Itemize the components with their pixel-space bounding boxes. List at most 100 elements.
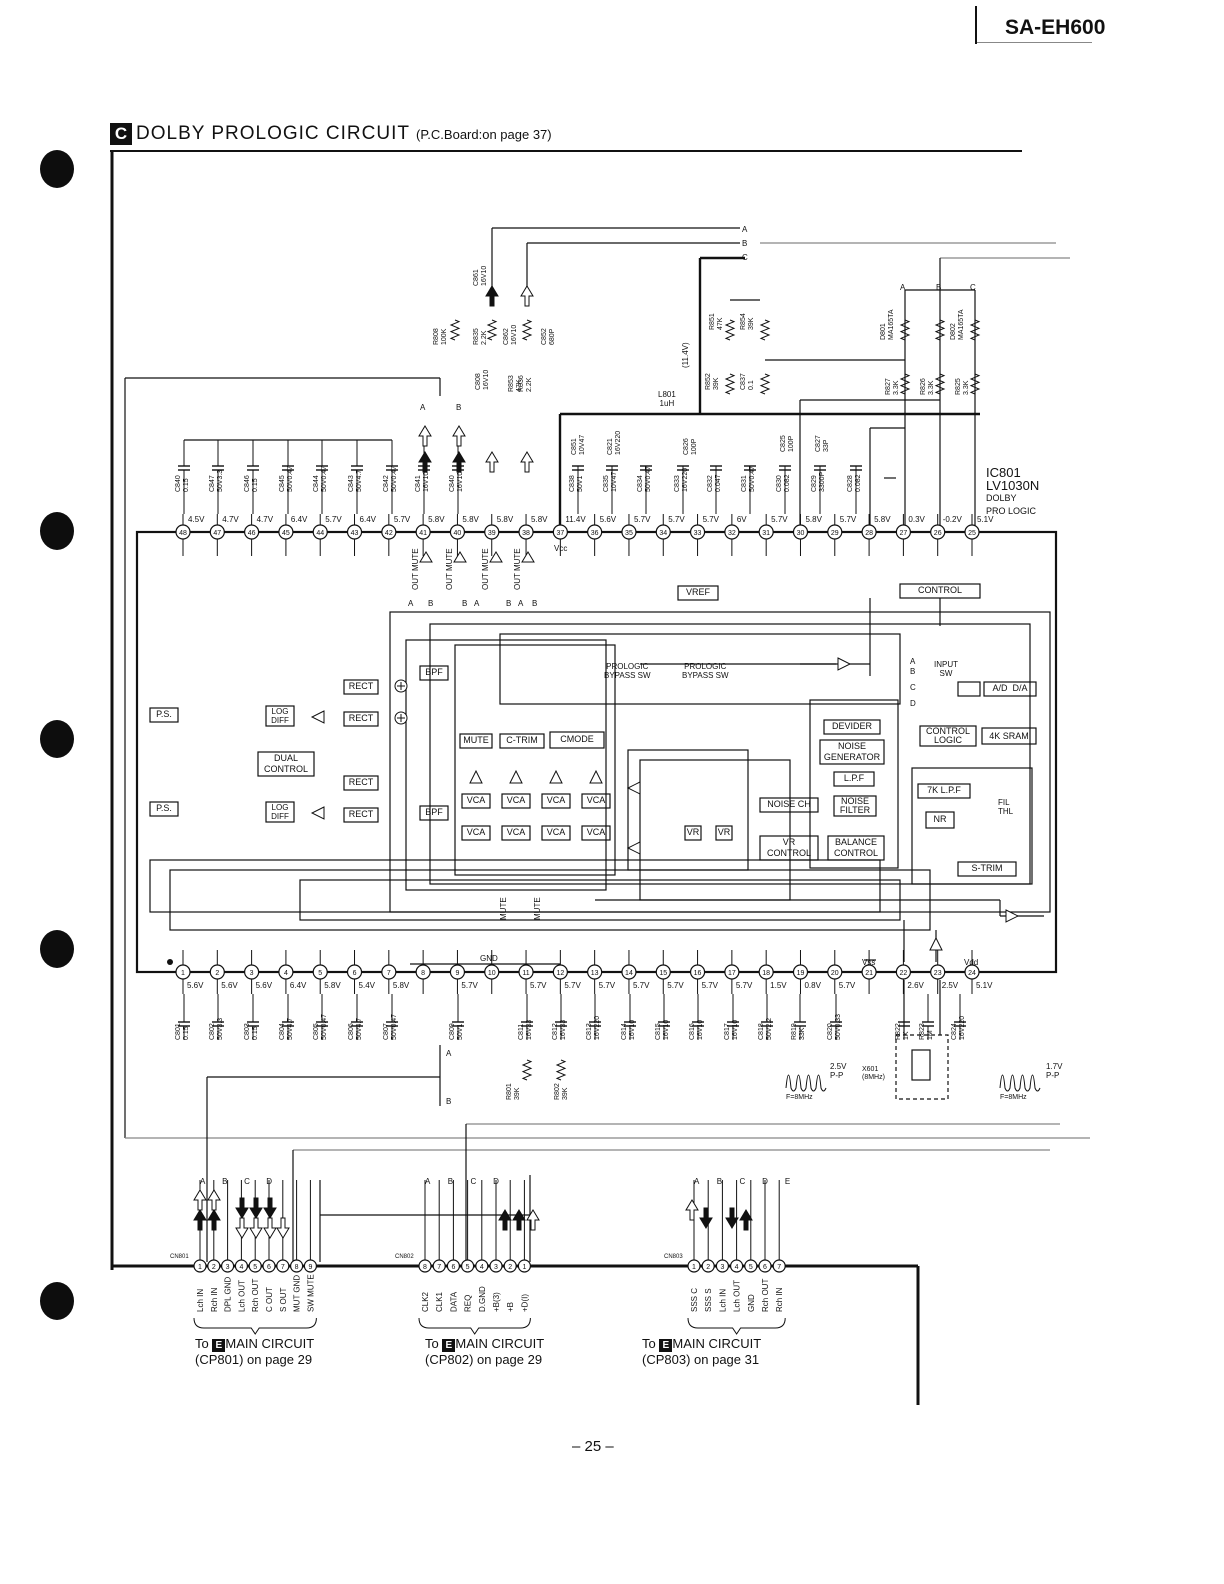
- ad-da-block: A/D D/A: [992, 683, 1028, 693]
- top-capacitor-label-text: C843: [348, 475, 355, 492]
- pin-number: 34: [659, 530, 667, 537]
- pin-voltage: 5.7V: [771, 515, 788, 524]
- out-mute-label: OUT MUTE: [411, 548, 420, 590]
- dest-badge: E: [212, 1339, 226, 1352]
- signal-arrow-icon: [512, 1209, 526, 1231]
- connector-pin-number: 7: [777, 1264, 781, 1271]
- bottom-capacitor-label-text: 16V33: [526, 1020, 533, 1040]
- out-mute-label-text: OUT MUTE: [411, 548, 420, 590]
- page-number: – 25 –: [572, 1438, 614, 1455]
- pin-number: 30: [797, 530, 805, 537]
- top-part-label-text: R852: [705, 373, 712, 390]
- pin-voltage: 5.8V: [324, 981, 341, 990]
- connector-pin-label-text: +D(I): [520, 1294, 529, 1312]
- top-capacitor-label-text: 0.15: [252, 478, 259, 492]
- top-right-resistor-label-text: R827: [885, 378, 892, 395]
- signal-arrow-icon: [520, 285, 534, 307]
- top-part-label-text: C827: [815, 435, 822, 452]
- connector-pin-label-text: MUT GND: [293, 1275, 302, 1312]
- dest-prefix: To: [642, 1336, 656, 1351]
- out-mute-label: OUT MUTE: [481, 548, 490, 590]
- connector-pin-number: 2: [212, 1264, 216, 1271]
- bottom-capacitor-label-text: C803: [244, 1023, 251, 1040]
- mid-resistor-label-text: R801: [506, 1083, 513, 1100]
- balance-control-block: BALANCE CONTROL: [833, 837, 878, 858]
- amp-triangle-icon: [589, 769, 603, 784]
- out-mute-label-text: OUT MUTE: [445, 548, 454, 590]
- dest-prefix: To: [195, 1336, 209, 1351]
- top-capacitor-label-text: C828: [847, 475, 854, 492]
- resistor-icon: [899, 373, 911, 395]
- connector-pin-number: 1: [198, 1264, 202, 1271]
- amp-triangle-icon: [626, 781, 641, 795]
- pin-number: 33: [694, 530, 702, 537]
- control-logic-block: CONTROL LOGIC: [925, 726, 970, 745]
- crystal-label: X601 (8MHz): [862, 1066, 885, 1081]
- connector-pin-number: 1: [522, 1264, 526, 1271]
- pin-voltage: 5.8V: [428, 515, 445, 524]
- section-title: DOLBY PROLOGIC CIRCUIT: [136, 123, 410, 144]
- vss-label: Vss: [862, 958, 876, 967]
- pin-voltage: 5.7V: [325, 515, 342, 524]
- prologic-bypass-sw: PROLOGIC BYPASS SW: [604, 662, 651, 680]
- switch-pole-letter: A: [518, 599, 524, 608]
- connector-pin-label: SSS C: [690, 1288, 699, 1312]
- punch-hole-icon: [40, 512, 74, 550]
- lpf-block: L.P.F: [843, 773, 865, 783]
- buffer-triangle-icon: [489, 551, 503, 563]
- pin-voltage: 5.6V: [600, 515, 617, 524]
- pin-voltage: 5.7V: [394, 515, 411, 524]
- connector-pin-label-text: Rch IN: [210, 1287, 219, 1312]
- signal-arrow-icon: [725, 1207, 739, 1229]
- mid-resistor-label-text: 39K: [562, 1087, 569, 1100]
- nr-block: NR: [933, 814, 947, 824]
- top-part-label-text: C861: [473, 269, 480, 286]
- bus-letter: A: [900, 283, 906, 292]
- top-capacitor-label-text: C831: [741, 475, 748, 492]
- top-part-label-text: 16V220: [615, 431, 622, 455]
- connector-pin-label-text: Lch OUT: [237, 1280, 246, 1312]
- bottom-capacitor-label-text: C820: [827, 1023, 834, 1040]
- bottom-capacitor-label-text: 16V10: [629, 1020, 636, 1040]
- connector-bus-letter: A: [200, 1177, 206, 1186]
- gnd-label: GND: [480, 954, 498, 963]
- pin-voltage: 5.6V: [187, 981, 204, 990]
- ic-ref: IC801: [986, 465, 1021, 480]
- bottom-capacitor-label-text: 16V220: [594, 1016, 601, 1040]
- connector-pin-label: C OUT: [265, 1287, 274, 1312]
- pin-number: 6: [353, 970, 357, 977]
- dest-name: MAIN CIRCUIT: [225, 1336, 315, 1351]
- top-part-label-text: 39K: [748, 317, 755, 330]
- pin-voltage: 5.7V: [633, 981, 650, 990]
- waveform-left-amp: 2.5V P-P: [830, 1062, 847, 1080]
- ps-block: P.S.: [156, 803, 172, 813]
- connector-pin-label: CLK1: [435, 1291, 444, 1312]
- mid-resistor-label-text: R802: [554, 1083, 561, 1100]
- bottom-capacitor-label-text: 16V220: [959, 1016, 966, 1040]
- connector-pin-label: +B: [506, 1302, 515, 1312]
- bpf-block: BPF: [425, 807, 443, 817]
- prologic-bypass-sw: PROLOGIC BYPASS SW: [682, 662, 729, 680]
- signal-arrow-icon: [276, 1217, 290, 1239]
- input-sw-letter: C: [910, 683, 916, 692]
- connector-pin-label: +D(I): [520, 1294, 529, 1312]
- signal-arrow-icon: [235, 1197, 249, 1219]
- top-capacitor-label-text: 16V220: [682, 468, 689, 492]
- bottom-capacitor-label-text: 50V4.7: [356, 1018, 363, 1040]
- bottom-capacitor-label-text: C805: [313, 1023, 320, 1040]
- top-part-label-text: 33P: [823, 439, 830, 452]
- top-capacitor-label-text: C844: [313, 475, 320, 492]
- pin-voltage: 6V: [737, 515, 747, 524]
- pin-voltage: 5.7V: [839, 981, 856, 990]
- pin-number: 26: [934, 530, 942, 537]
- signal-arrow-icon: [263, 1217, 277, 1239]
